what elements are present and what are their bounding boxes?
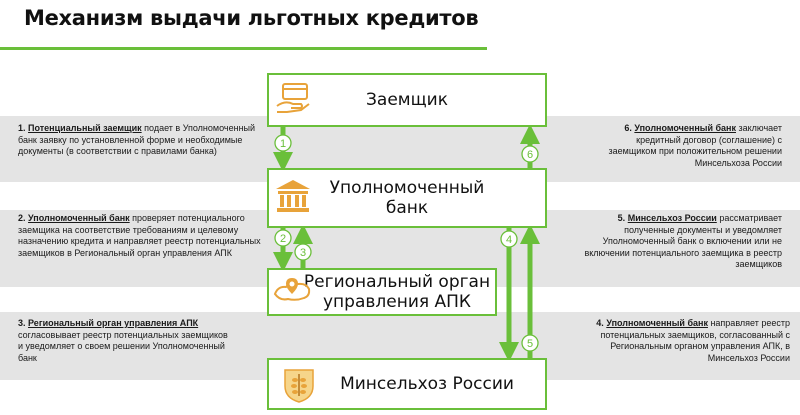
step-4-number: 4 [506, 234, 512, 246]
step-6-marker [521, 145, 539, 163]
step-4-marker [500, 230, 518, 248]
step-5-number: 5 [527, 338, 533, 350]
step-1-marker [274, 134, 292, 152]
step-2-marker [274, 229, 292, 247]
ministry-emblem-icon [281, 366, 317, 409]
russia-map-pin-icon [272, 274, 312, 313]
title-underline [0, 47, 487, 50]
card-hand-icon [273, 80, 313, 125]
page-title: Механизм выдачи льготных кредитов [24, 6, 479, 30]
step-3-number: 3 [300, 247, 306, 259]
note-step-3: 3. Региональный орган управления АПК сог… [18, 318, 228, 363]
step-1-number: 1 [280, 138, 286, 150]
note-step-1: 1. Потенциальный заемщик подает в Уполно… [18, 123, 256, 156]
note-step-2: 2. Уполномоченный банк проверяет потенци… [18, 213, 261, 258]
step-5-marker [521, 334, 539, 352]
step-3-marker [294, 243, 312, 261]
step-2-number: 2 [280, 233, 286, 245]
bank-building-icon [273, 176, 313, 221]
note-step-4: 4. Уполномоченный банк направляет реестр… [596, 318, 790, 363]
ministry-label: Минсельхоз России [340, 374, 514, 394]
note-step-6: 6. Уполномоченный банк заключает кредитн… [608, 123, 782, 168]
note-step-5: 5. Минсельхоз России рассматривает получ… [584, 213, 782, 269]
borrower-label: Заемщик [366, 90, 448, 110]
step-6-number: 6 [527, 149, 533, 161]
box-borrower: Заемщик [267, 73, 547, 127]
